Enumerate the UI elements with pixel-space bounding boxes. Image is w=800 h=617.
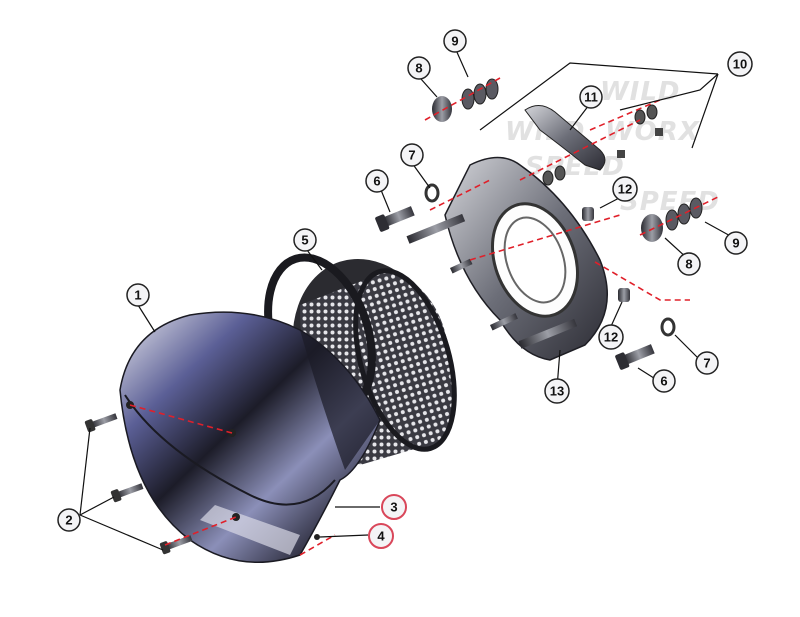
callout-12-top: 12: [612, 176, 638, 202]
callout-1: 1: [126, 283, 150, 307]
callout-5: 5: [293, 228, 317, 252]
callout-label: 9: [451, 34, 458, 49]
callout-12-bottom: 12: [598, 324, 624, 350]
callout-label: 6: [373, 174, 380, 189]
callout-label: 11: [584, 90, 598, 105]
callout-label: 8: [415, 61, 422, 76]
callout-3: 3: [381, 494, 407, 520]
callout-7-left: 7: [400, 143, 424, 167]
mounting-bolts: [375, 206, 655, 370]
watermark-text: WORX: [605, 117, 701, 147]
callout-label: 10: [733, 57, 747, 72]
callouts: 1 2 3 4 5 6 6 7: [57, 29, 753, 549]
callout-label: 2: [65, 513, 72, 528]
air-cleaner-cover: [119, 311, 381, 564]
callout-2: 2: [57, 508, 81, 532]
callout-label: 12: [618, 182, 632, 197]
callout-7-right: 7: [695, 351, 719, 375]
callout-10: 10: [727, 51, 753, 77]
breather-bracket: [524, 105, 606, 171]
callout-8-top: 8: [407, 56, 431, 80]
explode-lines: [129, 77, 721, 556]
callout-6-right: 6: [652, 369, 676, 393]
callout-label: 7: [408, 148, 415, 163]
callout-8-right: 8: [677, 252, 701, 276]
callout-label: 6: [660, 374, 667, 389]
spacers-and-washers: [424, 183, 676, 337]
callout-label: 3: [390, 500, 397, 515]
callout-13: 13: [544, 378, 570, 404]
callout-9-top: 9: [443, 29, 467, 53]
callout-9-right: 9: [724, 231, 748, 255]
callout-4: 4: [368, 523, 394, 549]
callout-label: 4: [377, 529, 385, 544]
callout-label: 13: [550, 384, 564, 399]
callout-label: 9: [732, 236, 739, 251]
callout-label: 1: [134, 288, 141, 303]
callout-label: 8: [685, 257, 692, 272]
bushing-stack-top: [432, 78, 499, 122]
callout-label: 5: [301, 233, 308, 248]
callout-6-left: 6: [365, 169, 389, 193]
bushing-stack-right: [641, 197, 703, 242]
callout-label: 12: [604, 330, 618, 345]
callout-11: 11: [579, 85, 603, 109]
cover-screws: [84, 413, 193, 555]
backing-plate: [444, 156, 608, 361]
callout-label: 7: [703, 356, 710, 371]
watermark-text: WILD: [600, 77, 681, 107]
